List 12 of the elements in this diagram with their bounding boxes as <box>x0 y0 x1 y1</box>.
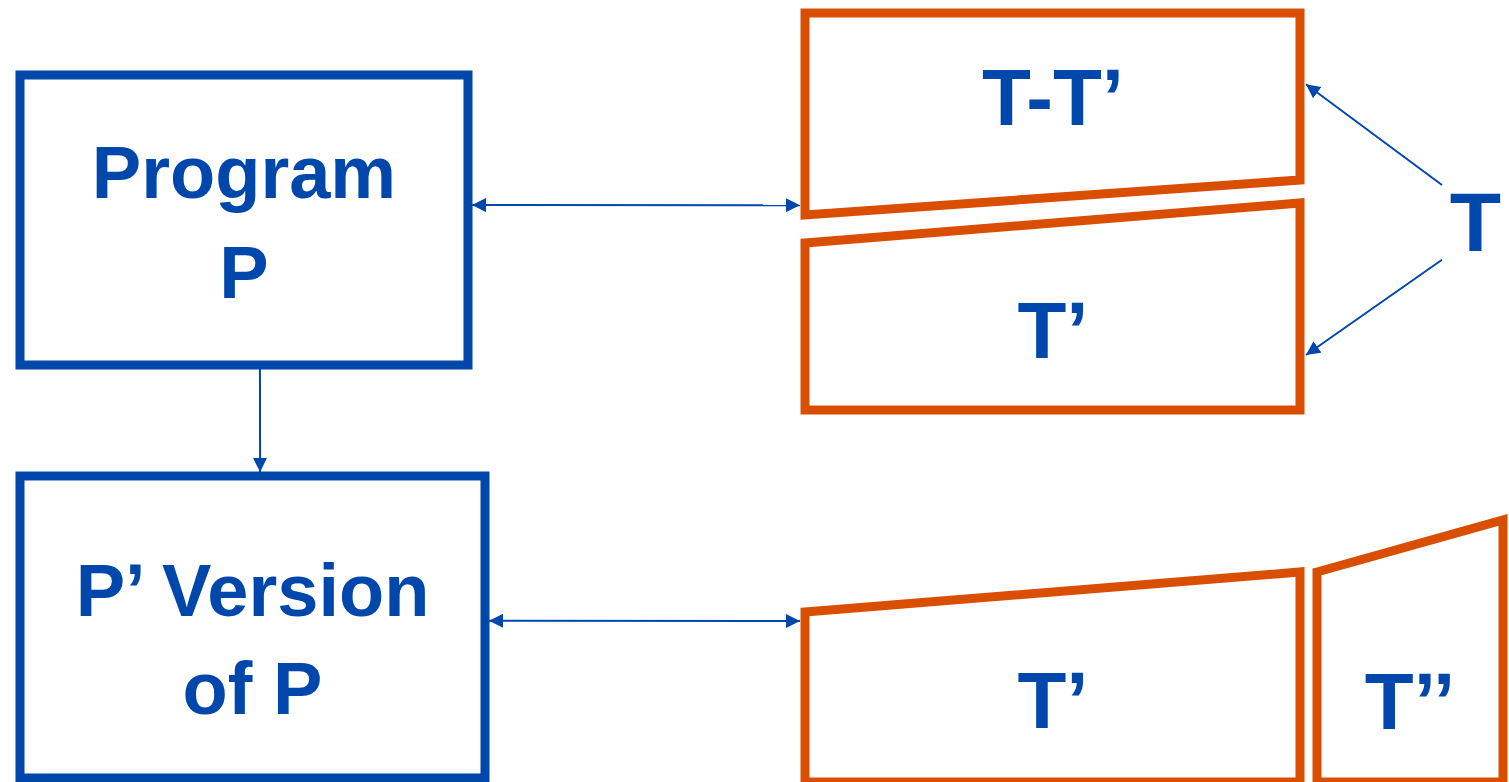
arrow <box>1305 83 1443 187</box>
double-arrow <box>471 198 801 213</box>
node-label: Program P <box>91 131 397 314</box>
node-label: P’ Version of P <box>75 549 430 730</box>
node-label: T’’ <box>1364 657 1456 746</box>
node-label: T-T’ <box>981 53 1125 142</box>
arrow <box>253 368 268 473</box>
arrow <box>1305 258 1443 356</box>
double-arrow <box>488 613 801 629</box>
node-label: T’ <box>1017 656 1089 745</box>
side-label: T <box>1449 175 1502 269</box>
node-label: T’ <box>1017 286 1089 375</box>
